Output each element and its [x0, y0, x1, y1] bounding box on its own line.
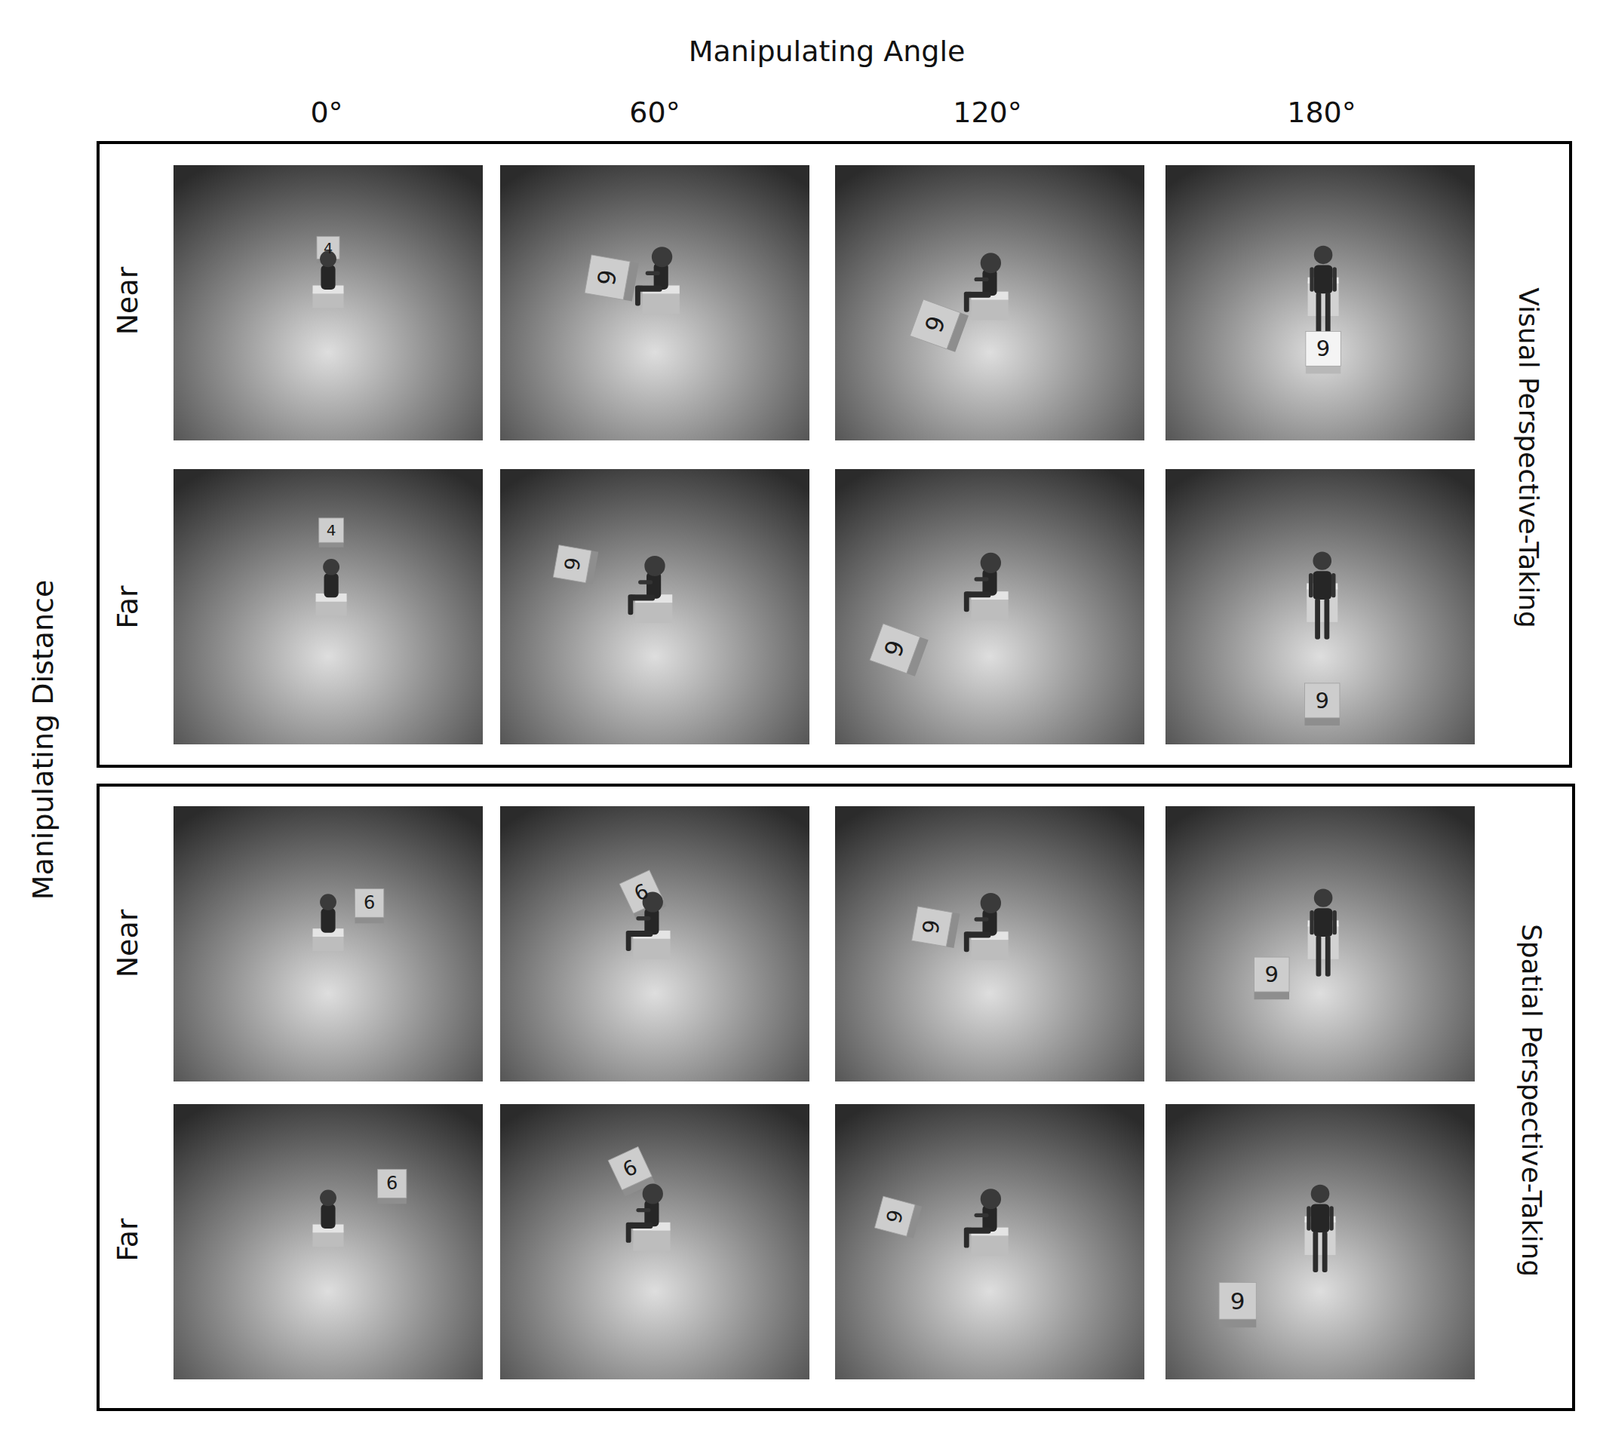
cube-number: 9 [1230, 1289, 1246, 1313]
angle-label: 120° [952, 98, 1023, 127]
scene-ground [1165, 806, 1475, 1082]
stimulus-scene [500, 469, 810, 745]
scene-render [500, 165, 810, 441]
cube-number: 9 [1314, 689, 1329, 712]
condition-panel: Spatial Perspective-Taking [96, 783, 1576, 1412]
number-cube [912, 906, 961, 949]
stimulus-scene [173, 1104, 483, 1380]
avatar-figure [1308, 245, 1339, 334]
panel-title: Visual Perspective-Taking [1514, 287, 1542, 629]
stimulus-scene [173, 469, 483, 745]
number-cube [319, 518, 344, 548]
scene-ground [173, 165, 483, 441]
stimulus-scene [500, 806, 810, 1082]
axis-title: Manipulating Distance [28, 580, 58, 901]
avatar-figure [626, 892, 671, 960]
stimulus-scene [173, 806, 483, 1082]
number-cube [355, 889, 384, 925]
scene-ground [835, 1104, 1145, 1380]
scene-render [173, 806, 483, 1082]
cube-number: 4 [326, 522, 337, 538]
number-cube [377, 1170, 407, 1205]
distance-label: Far [113, 1218, 142, 1262]
distance-label: Near [113, 267, 142, 336]
scene-render [1165, 806, 1475, 1082]
stimulus-scene [835, 165, 1145, 441]
scene-ground [835, 165, 1145, 441]
scene-ground [500, 469, 810, 745]
cube-number: 9 [1265, 964, 1279, 986]
avatar-figure [626, 1183, 671, 1251]
stimulus-scene [1165, 806, 1475, 1082]
stimulus-scene [500, 1104, 810, 1380]
number-cube [619, 870, 667, 921]
avatar-figure [1308, 889, 1339, 977]
scene-ground [1165, 1104, 1475, 1380]
avatar-figure [313, 251, 344, 309]
cube-number: 4 [323, 240, 333, 255]
avatar-figure [635, 246, 680, 314]
scene-ground [835, 469, 1145, 745]
scene-render [173, 165, 483, 441]
scene-render [500, 806, 810, 1082]
scene-render [1165, 165, 1475, 441]
avatar-figure [964, 1188, 1009, 1257]
scene-ground [1165, 165, 1475, 441]
cube-number: 6 [363, 893, 375, 913]
avatar-figure [627, 555, 673, 624]
stimulus-scene [500, 165, 810, 441]
avatar-figure [964, 893, 1009, 961]
angle-label: 180° [1286, 98, 1357, 127]
avatar-figure [964, 252, 1009, 320]
scene-ground [835, 806, 1145, 1082]
condition-panel: Visual Perspective-Taking [96, 141, 1573, 768]
cube-number: 6 [386, 1174, 398, 1193]
scene-render [173, 1104, 483, 1380]
number-cube [869, 623, 929, 677]
scene-render [173, 469, 483, 745]
stimulus-scene [173, 165, 483, 441]
scene-render [835, 469, 1145, 745]
axis-title: Manipulating Angle [688, 36, 966, 66]
number-cube [584, 254, 639, 302]
stimulus-scene [835, 1104, 1145, 1380]
avatar-figure [313, 893, 344, 952]
scene-render [1165, 1104, 1475, 1380]
distance-label: Far [113, 585, 142, 629]
scene-ground [173, 806, 483, 1082]
number-cube [1219, 1283, 1257, 1329]
stimulus-scene [1165, 165, 1475, 441]
number-cube [1254, 957, 1290, 1000]
stimulus-scene [1165, 1104, 1475, 1380]
avatar-figure [316, 558, 348, 617]
scene-ground [500, 1104, 810, 1380]
avatar-figure [313, 1190, 344, 1248]
angle-label: 0° [310, 98, 343, 127]
scene-render [835, 165, 1145, 441]
scene-render [500, 1104, 810, 1380]
scene-render [835, 806, 1145, 1082]
scene-ground [500, 165, 810, 441]
angle-label: 60° [629, 98, 680, 127]
number-cube [552, 545, 599, 585]
number-cube [1305, 331, 1341, 374]
avatar-figure [964, 552, 1009, 621]
cube-number: 9 [1316, 337, 1330, 360]
panel-title: Spatial Perspective-Taking [1517, 924, 1545, 1278]
avatar-figure [1305, 1185, 1336, 1273]
distance-label: Near [113, 909, 142, 979]
scene-ground [173, 1104, 483, 1380]
avatar-figure [1306, 552, 1338, 640]
scene-ground [500, 806, 810, 1082]
scene-render [500, 469, 810, 745]
scene-ground [173, 469, 483, 745]
scene-render [835, 1104, 1145, 1380]
number-cube [1305, 683, 1340, 726]
stimulus-scene [835, 469, 1145, 745]
scene-ground [1165, 469, 1475, 745]
number-cube [874, 1196, 922, 1238]
stimulus-scene [835, 806, 1145, 1082]
number-cube [909, 299, 969, 353]
